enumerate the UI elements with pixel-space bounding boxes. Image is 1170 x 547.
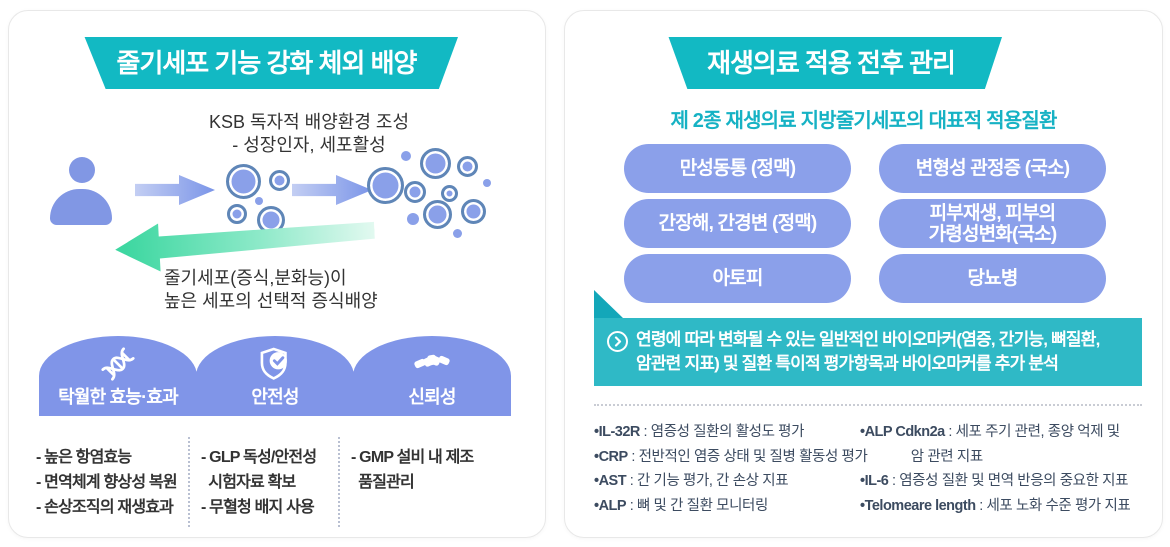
disease-pill: 만성동통 (정맥): [624, 144, 851, 193]
disease-pill: 당뇨병: [879, 254, 1106, 303]
person-icon: [69, 157, 95, 183]
feature-label: 안전성: [251, 387, 299, 407]
biomarker-desc: : 전반적인 염증 상태 및 질병 활동성 평가: [627, 448, 868, 465]
right-panel-title: 재생의료 적용 전후 관리: [707, 48, 956, 78]
biomarker-item: •CRP : 전반적인 염증 상태 및 질병 활동성 평가: [594, 448, 868, 465]
disease-pill: 피부재생, 피부의 가령성변화(국소): [879, 199, 1106, 248]
regenerative-care-panel: 재생의료 적용 전후 관리 제 2종 재생의료 지방줄기세포의 대표적 적용질환…: [564, 10, 1163, 538]
arrow-right-icon: [135, 175, 215, 205]
biomarker-desc: : 간 기능 평가, 간 손상 지표: [626, 473, 789, 489]
biomarker-highlight-band: 연령에 따라 변화될 수 있는 일반적인 바이오마커(염증, 간기능, 뼈질환,…: [594, 318, 1142, 386]
biomarker-list-right: •ALP Cdkn2a : 세포 주기 관련, 종양 억제 및 암 관련 지표 …: [860, 420, 1131, 518]
feature-dome-reliability: 신뢰성: [353, 336, 511, 416]
biomarker-desc: : 뼈 및 간 질환 모니터링: [626, 497, 769, 514]
feature-bullets-safety: - GLP 독성/안전성 시험자료 확보 - 무혈청 배지 사용: [201, 449, 317, 516]
biomarker-term: ALP: [598, 497, 627, 514]
dotted-divider: [338, 437, 340, 527]
handshake-icon: [353, 347, 511, 385]
biomarker-item: •IL-32R : 염증성 질환의 활성도 평가: [594, 424, 805, 440]
biomarker-item: •AST : 간 기능 평가, 간 손상 지표: [594, 473, 789, 489]
disease-pill: 간장해, 간경변 (정맥): [624, 199, 851, 248]
speech-bubble-tail: [594, 290, 624, 319]
biomarker-term: IL-6: [864, 473, 889, 489]
biomarker-term: IL-32R: [598, 424, 641, 440]
disease-pill: 변형성 관정증 (국소): [879, 144, 1106, 193]
left-panel-title-banner: 줄기세포 기능 강화 체외 배양: [84, 37, 458, 89]
feature-dome-safety: 안전성: [196, 336, 354, 416]
biomarker-list-left: •IL-32R : 염증성 질환의 활성도 평가 •CRP : 전반적인 염증 …: [594, 420, 868, 518]
biomarker-desc: : 세포 노화 수준 평가 지표: [975, 497, 1131, 514]
cell-cluster-large-icon: [365, 143, 491, 239]
right-panel-title-banner: 재생의료 적용 전후 관리: [668, 37, 1002, 89]
biomarker-term: ALP Cdkn2a: [864, 424, 946, 440]
person-icon-body: [50, 189, 112, 225]
biomarker-term: Telomeare length: [864, 497, 976, 514]
biomarker-desc: : 세포 주기 관련, 종양 억제 및 암 관련 지표: [910, 424, 1120, 465]
shield-check-icon: [196, 347, 354, 385]
left-panel-title: 줄기세포 기능 강화 체외 배양: [116, 48, 418, 78]
stem-cell-culture-panel: 줄기세포 기능 강화 체외 배양 KSB 독자적 배양환경 조성 - 성장인자,…: [8, 10, 546, 538]
biomarker-item: •ALP : 뼈 및 간 질환 모니터링: [594, 497, 769, 514]
arrow-right-icon: [292, 175, 372, 205]
biomarker-item: •IL-6 : 염증성 질환 및 면역 반응의 중요한 지표: [860, 473, 1129, 489]
biomarker-desc: : 염증성 질환의 활성도 평가: [639, 424, 805, 440]
biomarker-term: CRP: [598, 448, 629, 465]
feature-dome-efficacy: 탁월한 효능·효과: [39, 336, 197, 416]
dna-icon: [39, 347, 197, 385]
applicable-diseases-subtitle: 제 2종 재생의료 지방줄기세포의 대표적 적용질환: [670, 110, 1057, 132]
biomarker-item: •Telomeare length : 세포 노화 수준 평가 지표: [860, 497, 1131, 514]
disease-pill: 아토피: [624, 254, 851, 303]
biomarker-item: •ALP Cdkn2a : 세포 주기 관련, 종양 억제 및 암 관련 지표: [860, 424, 1120, 465]
feature-label: 신뢰성: [408, 387, 456, 407]
disease-pill-grid: 만성동통 (정맥) 변형성 관정증 (국소) 간장해, 간경변 (정맥) 피부재…: [624, 144, 1106, 303]
chevron-circle-icon: [607, 331, 628, 352]
feature-label: 탁월한 효능·효과: [58, 387, 179, 407]
feature-bullets-reliability: - GMP 설비 내 제조 품질관리: [351, 449, 474, 491]
biomarker-desc: : 염증성 질환 및 면역 반응의 중요한 지표: [888, 473, 1129, 489]
selective-culture-caption: 줄기세포(증식,분화능)이 높은 세포의 선택적 증식배양: [164, 268, 378, 311]
biomarker-highlight-text: 연령에 따라 변화될 수 있는 일반적인 바이오마커(염증, 간기능, 뼈질환,…: [636, 330, 1100, 373]
dotted-divider: [188, 437, 190, 527]
culture-environment-note: KSB 독자적 배양환경 조성 - 성장인자, 세포활성: [208, 112, 410, 155]
dotted-divider: [594, 404, 1142, 406]
feature-bullets-efficacy: - 높은 항염효능 - 면역체계 향상성 복원 - 손상조직의 재생효과: [36, 449, 178, 516]
biomarker-term: AST: [598, 473, 627, 489]
